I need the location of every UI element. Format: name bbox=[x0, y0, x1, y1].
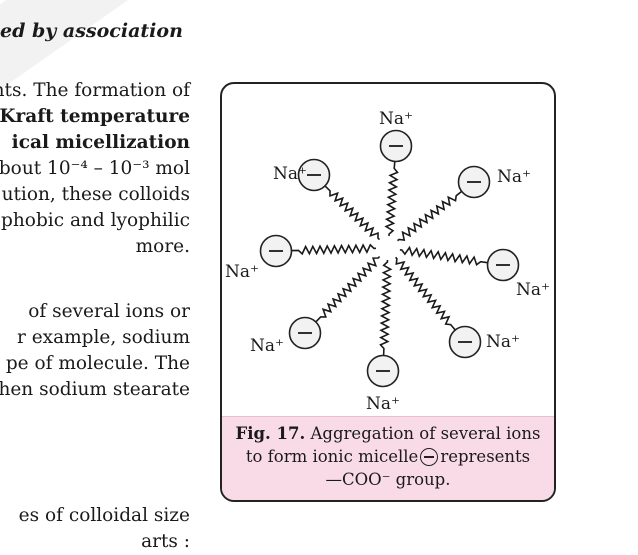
sodium-ion-label: Na⁺ bbox=[486, 332, 520, 352]
minus-circle-icon bbox=[420, 448, 439, 466]
sodium-ion-label: Na⁺ bbox=[516, 280, 550, 300]
hydrocarbon-tail bbox=[397, 190, 463, 242]
text-line-bold: ical micellization bbox=[11, 132, 190, 153]
hydrocarbon-tail bbox=[394, 256, 456, 331]
hydrocarbon-tail bbox=[399, 245, 488, 266]
sodium-ion-label: Na⁺ bbox=[273, 164, 307, 184]
section-heading: ed by association bbox=[0, 20, 183, 42]
figure-box: Na⁺ Na⁺ Na⁺ Na⁺ Na⁺ Na⁺ Na⁺ Na⁺ Fig. 17. Aggreg… bbox=[220, 82, 556, 502]
figure-caption: Fig. 17. Aggregation of several ions to … bbox=[222, 416, 554, 500]
sodium-ion-label: Na⁺ bbox=[250, 336, 284, 356]
sodium-ion-label: Na⁺ bbox=[379, 109, 413, 129]
micelle-diagram: Na⁺ Na⁺ Na⁺ Na⁺ Na⁺ Na⁺ Na⁺ Na⁺ bbox=[225, 109, 550, 414]
caption-text: —COO⁻ group. bbox=[325, 470, 451, 489]
hydrocarbon-tail bbox=[315, 256, 381, 323]
caption-text: represents bbox=[440, 447, 531, 466]
text-line: hen sodium stearate bbox=[0, 379, 190, 400]
text-line: of several ions or bbox=[28, 301, 190, 322]
text-line: pe of molecule. The bbox=[5, 353, 190, 374]
text-block-middle: of several ions or r example, sodium pe … bbox=[0, 299, 190, 403]
sodium-ion-label: Na⁺ bbox=[366, 394, 400, 414]
sodium-ion-label: Na⁺ bbox=[497, 167, 531, 187]
caption-text: Aggregation of several ions bbox=[310, 424, 541, 443]
text-line: more. bbox=[135, 236, 190, 257]
text-line: r example, sodium bbox=[17, 327, 190, 348]
text-line: bout 10⁻⁴ – 10⁻³ mol bbox=[0, 158, 190, 179]
caption-label: Fig. 17. bbox=[235, 424, 306, 443]
text-line: es of colloidal size bbox=[18, 505, 190, 526]
text-line: arts : bbox=[141, 531, 190, 552]
text-line: phobic and lyophilic bbox=[1, 210, 190, 231]
hydrocarbon-tail bbox=[324, 185, 381, 241]
caption-text: to form ionic micelle bbox=[245, 447, 419, 466]
hydrocarbon-tail bbox=[379, 259, 393, 356]
text-line: ution, these colloids bbox=[1, 184, 190, 205]
text-line: nts. The formation of bbox=[0, 80, 190, 101]
hydrocarbon-tail bbox=[384, 161, 399, 237]
text-block-bottom: es of colloidal size arts : bbox=[19, 503, 190, 555]
text-block-upper: nts. The formation of Kraft temperature … bbox=[0, 78, 190, 260]
hydrocarbon-tail bbox=[291, 243, 377, 256]
text-line-bold: Kraft temperature bbox=[0, 106, 190, 127]
sodium-ion-label: Na⁺ bbox=[225, 262, 259, 282]
